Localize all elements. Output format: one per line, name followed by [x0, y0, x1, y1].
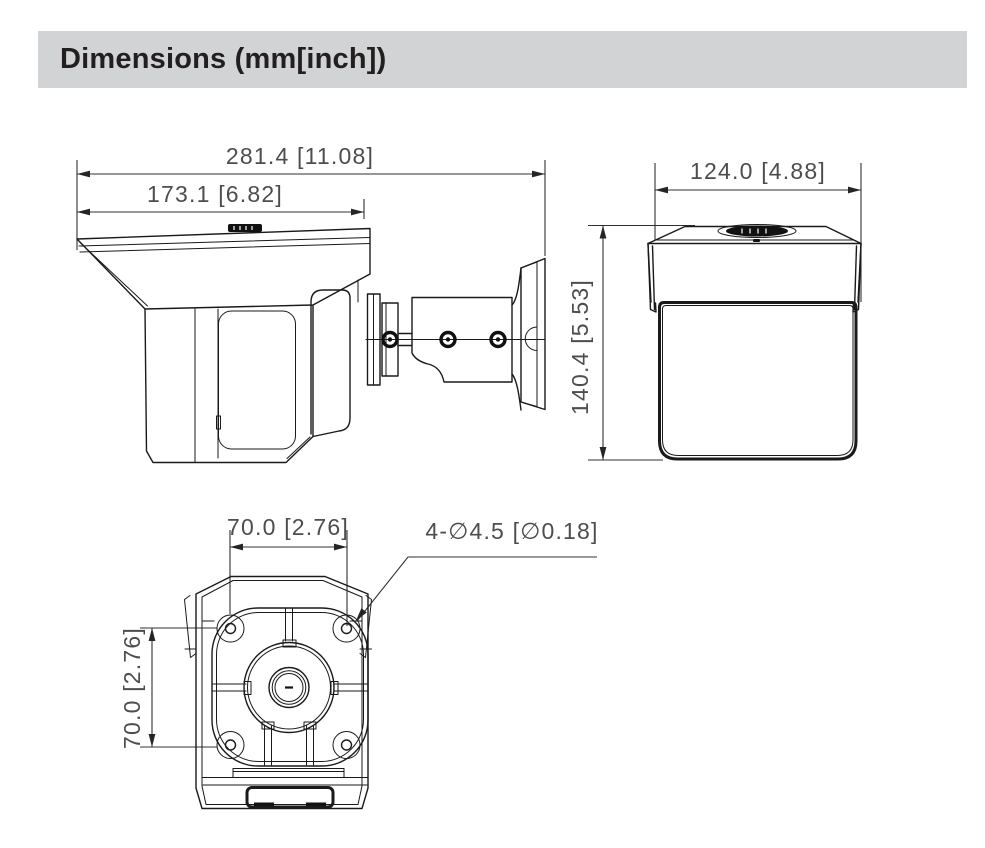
bracket-screw-3: [489, 330, 507, 349]
hole-callout: 4-∅4.5 [∅0.18]: [356, 518, 598, 622]
dim-label-front-width: 124.0 [4.88]: [690, 158, 826, 184]
sunshield-screw-knob: [228, 224, 262, 232]
dim-label-side-body: 173.1 [6.82]: [147, 181, 283, 207]
section-title: Dimensions (mm[inch]): [60, 43, 387, 75]
cable-cover: [245, 786, 335, 809]
bracket-screw-1: [381, 330, 399, 349]
mount-hole-top-left: [216, 614, 245, 643]
bottom-ribs: [211, 607, 369, 767]
bracket-screw-2: [439, 330, 457, 349]
bottom-view: 70.0 [2.76] 70.0 [2.76] 4-∅4.5 [∅0.18]: [119, 514, 598, 810]
mount-hole-top-right: [332, 614, 361, 643]
front-body: [658, 301, 858, 461]
dim-label-bottom-v: 70.0 [2.76]: [119, 627, 145, 749]
dim-bottom-hole-spacing-h: 70.0 [2.76]: [227, 514, 349, 626]
section-header: Dimensions (mm[inch]): [38, 31, 967, 88]
dim-label-side-overall: 281.4 [11.08]: [226, 143, 374, 169]
dim-side-overall-length: 281.4 [11.08]: [76, 143, 546, 256]
bottom-outline: [184, 575, 372, 810]
mount-hole-bottom-left: [216, 731, 245, 759]
dim-label-bottom-h: 70.0 [2.76]: [227, 514, 349, 540]
dim-front-height: 140.4 [5.53]: [567, 224, 695, 461]
dim-side-body-length: 173.1 [6.82]: [77, 181, 365, 219]
mount-hole-bottom-right: [332, 731, 361, 759]
front-sunshield: [647, 224, 862, 313]
dim-front-width: 124.0 [4.88]: [654, 158, 862, 302]
front-view: 124.0 [4.88] 140.4 [5.53]: [567, 158, 862, 461]
side-sunshield: [76, 224, 371, 310]
side-bracket: [365, 267, 546, 411]
bottom-mount-plate: [211, 607, 369, 767]
side-view: 281.4 [11.08] 173.1 [6.82]: [76, 143, 546, 464]
side-mount-plate: [520, 257, 546, 411]
side-body: [144, 279, 359, 464]
dim-bottom-hole-spacing-v: 70.0 [2.76]: [119, 627, 217, 749]
dim-label-hole-callout: 4-∅4.5 [∅0.18]: [425, 518, 598, 544]
front-screw-knob: [726, 225, 788, 237]
dim-label-front-height: 140.4 [5.53]: [567, 279, 593, 415]
bottom-center-hub: [243, 641, 335, 734]
bottom-lower-details: [201, 768, 369, 809]
